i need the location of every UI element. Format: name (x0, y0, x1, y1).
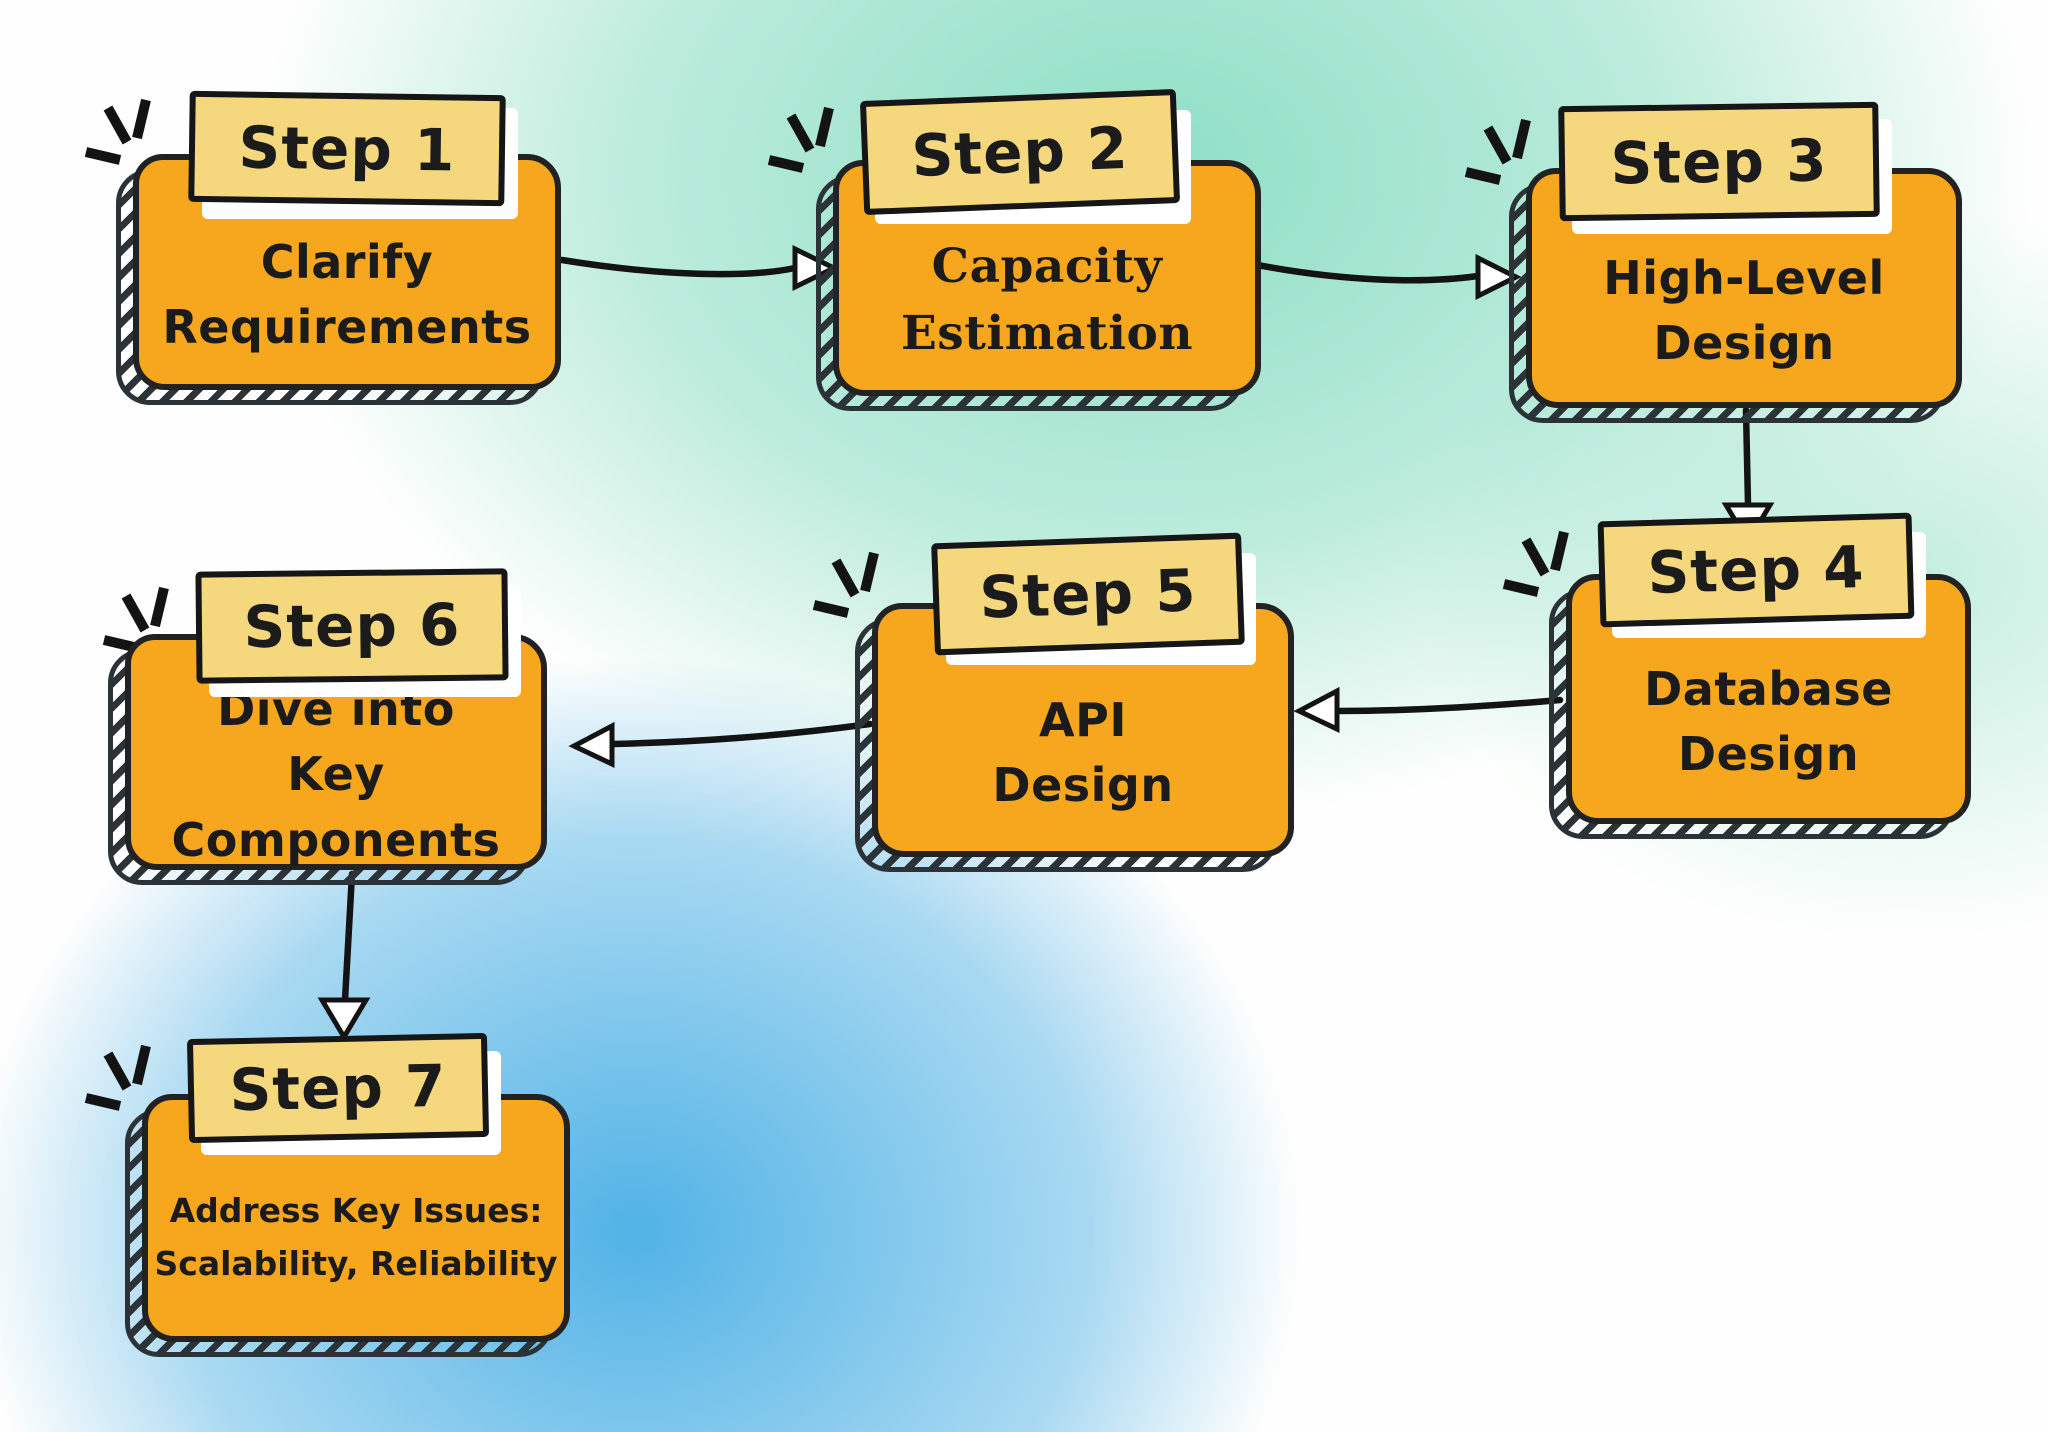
sparkle-icon (84, 1044, 151, 1111)
step-4-title: Database Design (1644, 661, 1893, 781)
arrow-step5-step6 (568, 720, 874, 768)
arrow-step6-step7 (317, 870, 371, 1042)
step-3-title: High-Level Design (1603, 250, 1885, 370)
sparkle-icon (767, 106, 834, 173)
step-7-label: Step 7 (186, 1032, 490, 1144)
step-5-title: API Design (992, 692, 1174, 812)
arrow-step2-step3 (1248, 253, 1522, 301)
sparkle-icon (812, 551, 879, 618)
arrow-step4-step5 (1293, 686, 1564, 733)
arrow-step1-step2 (558, 245, 840, 291)
sparkle-icon (1502, 530, 1569, 597)
step-1-title: Clarify Requirements (162, 234, 532, 354)
step-7-title: Address Key Issues: Scalability, Reliabi… (154, 1191, 558, 1283)
step-2-title: Capacity Estimation (900, 239, 1194, 361)
sparkle-icon (84, 98, 151, 165)
step-6-title: Dive into Key Components (171, 682, 501, 867)
sparkle-icon (1464, 118, 1531, 185)
